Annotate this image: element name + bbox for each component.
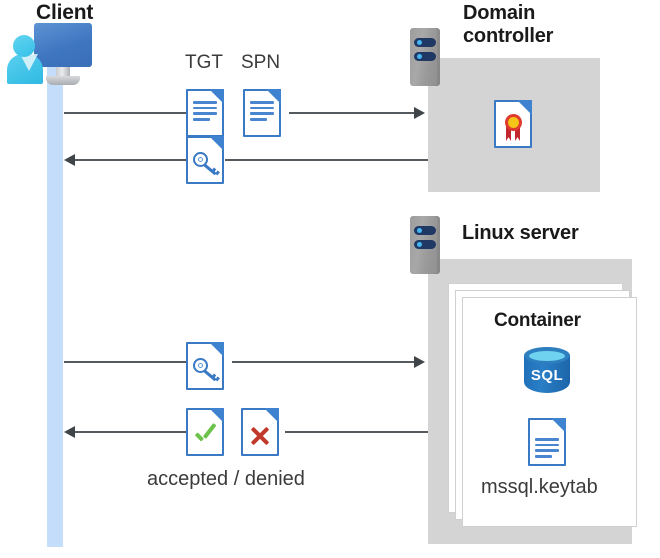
person-collar-icon — [20, 54, 38, 71]
accepted-denied-caption: accepted / denied — [147, 468, 305, 490]
client-lifeline — [47, 64, 63, 547]
arrow-line-result-a — [75, 431, 186, 433]
domain-controller-title: Domain controller — [463, 2, 554, 48]
server-bay-icon — [414, 240, 436, 249]
tgt-label: TGT — [185, 52, 223, 73]
server-rack-icon — [410, 216, 440, 274]
arrow-head-right-present — [414, 356, 425, 368]
spn-document-icon — [243, 89, 281, 137]
arrow-head-right-request — [414, 107, 425, 119]
arrow-head-left-ticket — [64, 154, 75, 166]
arrow-line-request-b — [289, 112, 414, 114]
service-ticket-key-document-icon — [186, 342, 224, 390]
server-bay-icon — [414, 38, 436, 47]
arrow-line-result-b — [285, 431, 428, 433]
tgt-document-icon — [186, 89, 224, 137]
arrow-line-present-a — [64, 361, 186, 363]
arrow-line-ticket-a — [75, 159, 186, 161]
arrow-head-left-result — [64, 426, 75, 438]
container-card-front — [462, 297, 637, 527]
monitor-base-icon — [46, 76, 80, 85]
denied-cross-document-icon — [241, 408, 279, 456]
container-title: Container — [494, 310, 581, 331]
sql-database-icon: SQL — [524, 347, 570, 401]
server-rack-icon — [410, 28, 440, 86]
arrow-line-ticket-b — [225, 159, 428, 161]
linux-server-title: Linux server — [462, 222, 579, 244]
keytab-filename-label: mssql.keytab — [481, 476, 598, 498]
server-bay-icon — [414, 52, 436, 61]
keytab-document-icon — [528, 418, 566, 466]
arrow-line-present-b — [232, 361, 414, 363]
sql-database-label: SQL — [530, 367, 564, 384]
spn-label: SPN — [241, 52, 281, 73]
monitor-neck-icon — [56, 67, 70, 78]
accepted-check-document-icon — [186, 408, 224, 456]
person-head-icon — [13, 35, 35, 57]
server-bay-icon — [414, 226, 436, 235]
client-workstation-icon — [7, 23, 94, 85]
service-ticket-key-document-icon — [186, 136, 224, 184]
arrow-line-request-a — [64, 112, 186, 114]
monitor-screen-icon — [34, 23, 92, 67]
client-title: Client — [36, 1, 94, 24]
certificate-document-icon — [494, 100, 532, 148]
